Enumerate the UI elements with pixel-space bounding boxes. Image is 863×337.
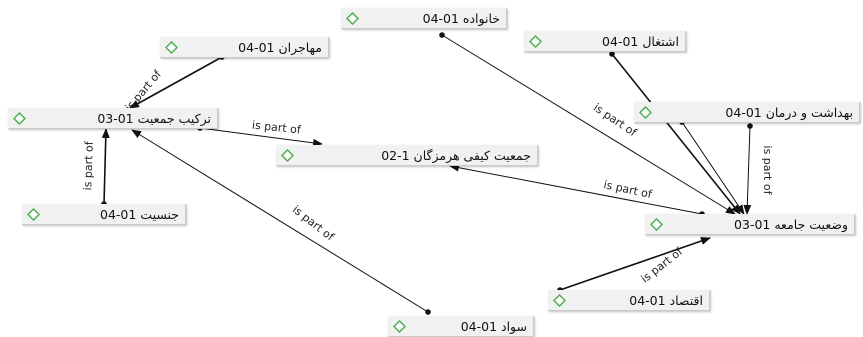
edge-source-dot [609,51,615,57]
code-diamond-icon [281,149,294,162]
edge-label: is part of [251,118,302,136]
edge-label: is part of [591,101,640,140]
node-mohajeran[interactable]: مهاجران 01-04 [160,37,329,58]
node-jensiat[interactable]: جنسیت 01-04 [22,204,186,225]
edge-label: is part of [290,203,337,244]
edge-source-dot [747,123,753,129]
node-label: جنسیت 01-04 [100,207,179,222]
node-vazeiat[interactable]: وضعیت جامعه 01-03 [645,214,855,235]
code-diamond-icon [393,320,406,333]
node-label: خانواده 01-04 [422,11,500,26]
node-label: اقتصاد 01-04 [629,293,703,308]
code-diamond-icon [346,12,359,25]
node-label: ترکیب جمعیت 01-03 [97,111,211,126]
edge-label: is part of [602,178,654,201]
code-diamond-icon [165,41,178,54]
edge-behdasht-to-vazeiat-secondary[interactable] [681,121,745,215]
node-eshteghal[interactable]: اشتغال 01-04 [524,31,686,52]
edge-vazeiat-to-jamiat[interactable] [449,163,703,215]
edge-jensiat-to-tarkib[interactable] [101,128,110,205]
node-label: مهاجران 01-04 [238,40,322,55]
edge-eshteghal-to-vazeiat[interactable] [611,53,741,215]
edge-behdasht-to-vazeiat[interactable] [743,125,752,215]
code-diamond-icon [639,106,652,119]
edge-tarkib-to-jamiat[interactable] [199,127,323,147]
code-diamond-icon [553,294,566,307]
node-label: سواد 01-04 [460,319,527,334]
edge-source-dot [425,309,431,315]
node-label: جمعیت کیفی هرمزگان 1-02 [381,148,531,163]
edge-source-dot [439,32,445,38]
code-diamond-icon [13,112,26,125]
node-label: بهداشت و درمان 01-04 [725,105,853,120]
code-diamond-icon [27,208,40,221]
code-diamond-icon [650,218,663,231]
node-tarkib[interactable]: ترکیب جمعیت 01-03 [8,108,218,129]
node-savad[interactable]: سواد 01-04 [388,316,534,337]
node-jamiat[interactable]: جمعیت کیفی هرمزگان 1-02 [276,145,538,166]
edge-khanevade-to-vazeiat[interactable] [441,34,736,215]
edge-eghtesad-to-vazeiat[interactable] [559,237,711,291]
node-label: اشتغال 01-04 [602,34,679,49]
node-khanevade[interactable]: خانواده 01-04 [341,8,507,29]
edge-label: is part of [81,140,96,190]
code-diamond-icon [529,35,542,48]
edge-label: is part of [123,67,165,114]
edge-savad-to-tarkib[interactable] [131,129,429,313]
edge-label: is part of [761,146,774,196]
node-behdasht[interactable]: بهداشت و درمان 01-04 [634,102,860,123]
node-label: وضعیت جامعه 01-03 [734,217,848,232]
node-eghtesad[interactable]: اقتصاد 01-04 [548,290,710,311]
edge-label: is part of [639,244,686,285]
edge-mohajeran-to-tarkib[interactable] [129,56,223,109]
